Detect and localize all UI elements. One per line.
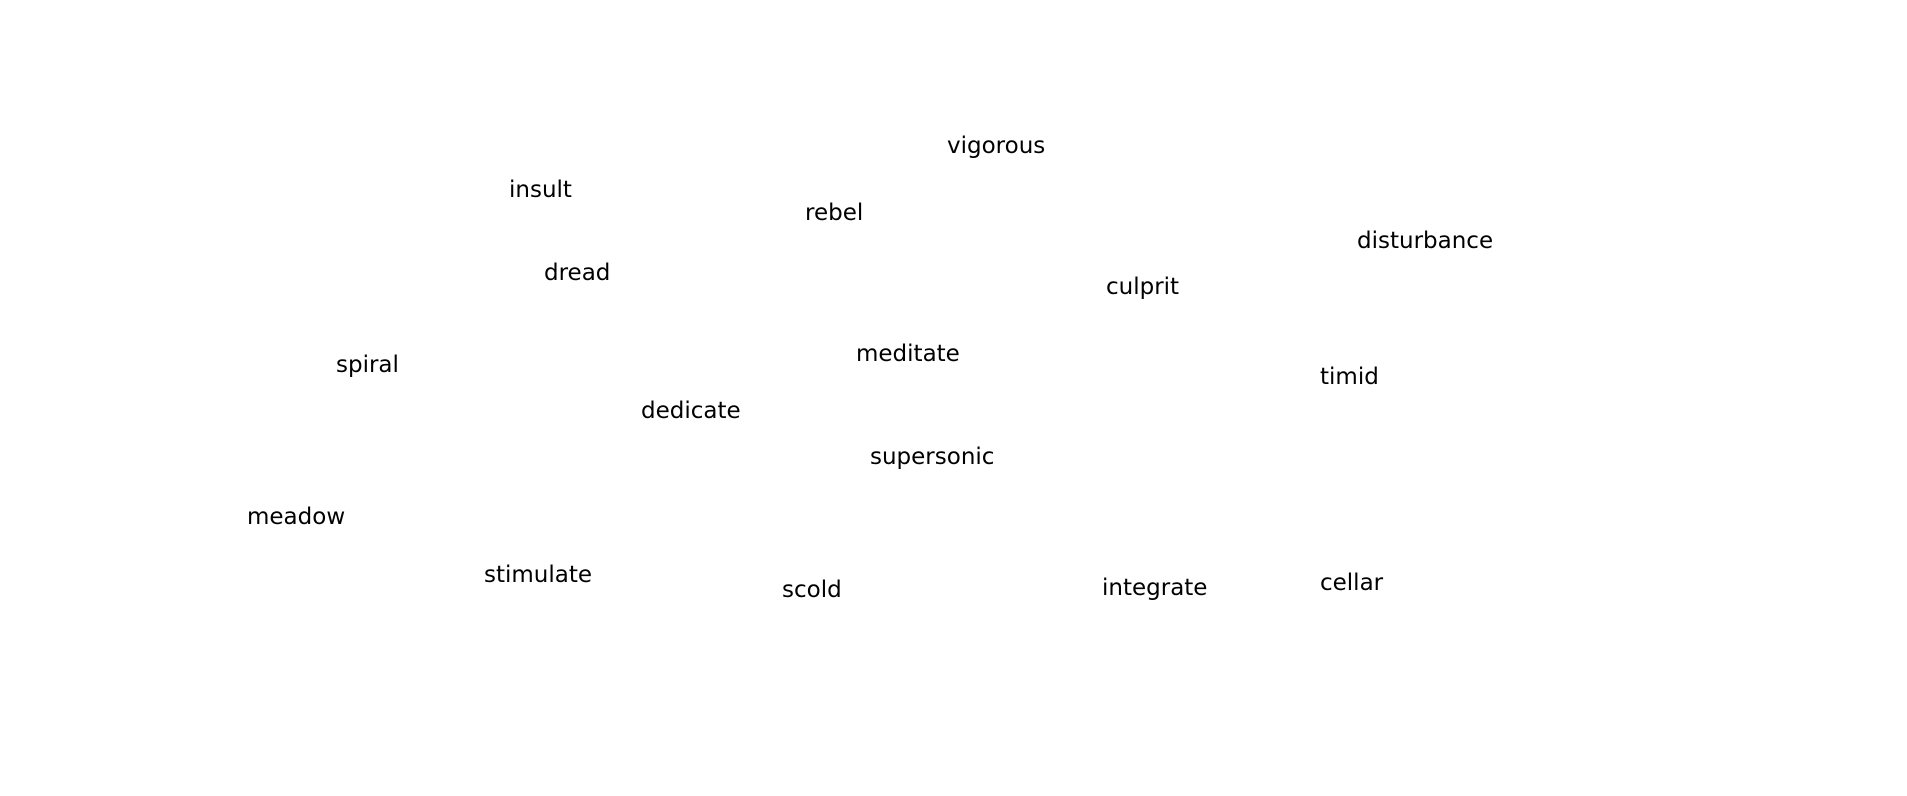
word-supersonic: supersonic	[870, 444, 995, 470]
word-scold: scold	[782, 577, 842, 603]
word-disturbance: disturbance	[1357, 228, 1494, 254]
word-spiral: spiral	[336, 352, 399, 378]
word-rebel: rebel	[805, 200, 864, 226]
word-timid: timid	[1320, 364, 1379, 390]
word-insult: insult	[509, 177, 572, 203]
word-stimulate: stimulate	[484, 562, 593, 588]
word-dread: dread	[544, 260, 611, 286]
word-dedicate: dedicate	[641, 398, 741, 424]
word-meditate: meditate	[856, 341, 960, 367]
word-vigorous: vigorous	[947, 133, 1046, 159]
word-meadow: meadow	[247, 504, 346, 530]
word-integrate: integrate	[1102, 575, 1208, 601]
word-culprit: culprit	[1106, 274, 1180, 300]
word-cellar: cellar	[1320, 570, 1384, 596]
